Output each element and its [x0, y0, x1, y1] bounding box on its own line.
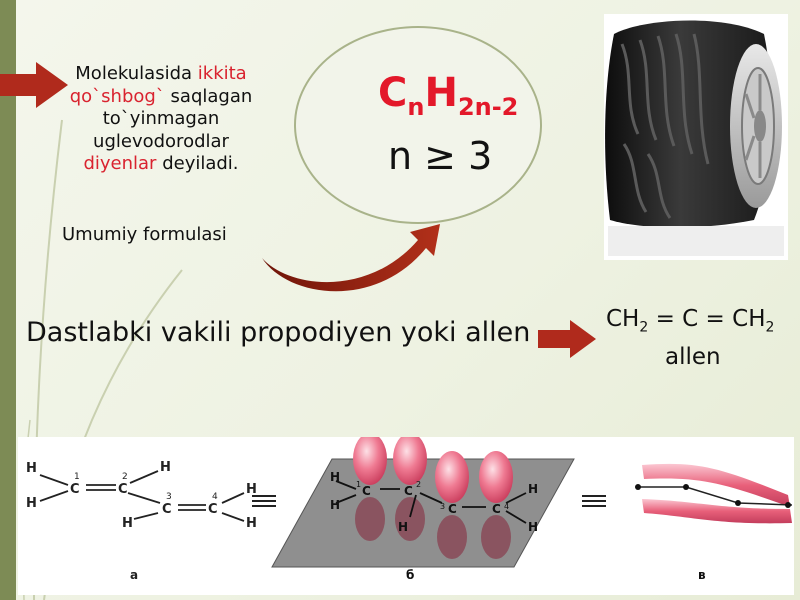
- definition-text: Molekulasida ikkita qo`shbog` saqlagan t…: [69, 63, 253, 174]
- formula-label: Umumiy formulasi: [62, 224, 227, 245]
- general-formula: CnH2n-2: [378, 70, 519, 121]
- left-accent-bar: [0, 0, 16, 600]
- atom-number: 4: [504, 502, 509, 511]
- tire-image: [604, 14, 788, 260]
- allen-name: allen: [665, 344, 721, 370]
- right-arrow-icon: [0, 62, 68, 108]
- atom-c: C: [162, 502, 172, 517]
- orbital-diagram: H H C C H C H C H H 1 2 3 4 а: [26, 437, 793, 582]
- atom-h: H: [330, 498, 340, 512]
- atom-h: H: [398, 520, 408, 534]
- atom-c: C: [492, 502, 501, 516]
- atom-h: H: [26, 496, 37, 511]
- atom-c: C: [404, 484, 413, 498]
- atom-c: C: [208, 502, 218, 517]
- atom-h: H: [26, 461, 37, 476]
- main-statement: Dastlabki vakili propodiyen yoki allen: [26, 317, 531, 348]
- formula-condition: n ≥ 3: [388, 134, 493, 178]
- atom-h: H: [246, 516, 257, 531]
- atom-number: 1: [74, 472, 80, 482]
- atom-h: H: [122, 516, 133, 531]
- atom-number: 4: [212, 492, 218, 502]
- curved-arrow-icon: [262, 224, 440, 292]
- atom-c: C: [70, 482, 80, 497]
- atom-number: 3: [440, 502, 445, 511]
- atom-number: 2: [122, 472, 128, 482]
- panel-label-v: в: [698, 568, 706, 582]
- atom-c: C: [362, 484, 371, 498]
- atom-h: H: [246, 482, 257, 497]
- atom-number: 1: [356, 480, 361, 489]
- panel-label-b: б: [406, 568, 414, 582]
- atom-number: 3: [166, 492, 172, 502]
- right-arrow-icon: [538, 320, 596, 358]
- atom-c: C: [448, 502, 457, 516]
- atom-h: H: [528, 520, 538, 534]
- panel-label-a: а: [130, 568, 138, 582]
- atom-c: C: [118, 482, 128, 497]
- atom-h: H: [528, 482, 538, 496]
- formula-bubble: [294, 26, 542, 224]
- atom-number: 2: [416, 480, 421, 489]
- atom-h: H: [160, 460, 171, 475]
- atom-h: H: [330, 470, 340, 484]
- allen-formula: CH2 = C = CH2: [606, 306, 775, 336]
